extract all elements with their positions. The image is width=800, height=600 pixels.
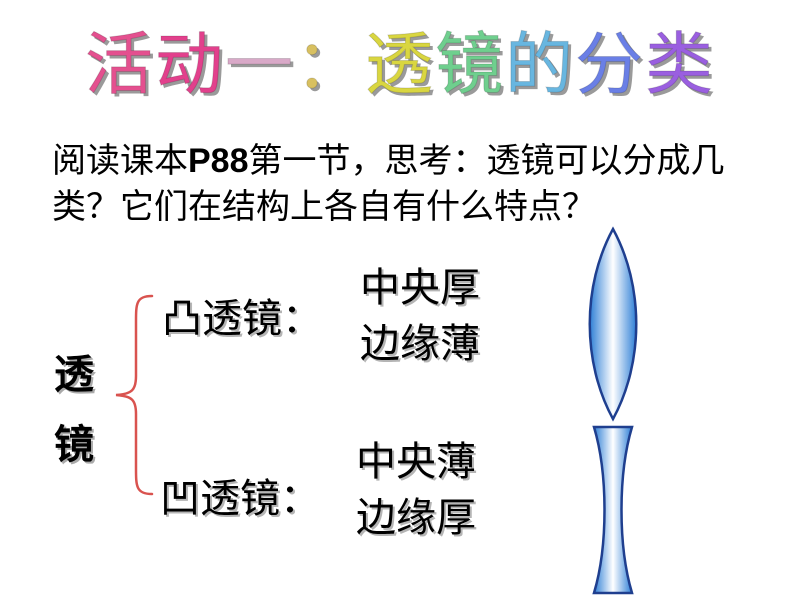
question-page-ref: P88: [188, 142, 249, 180]
convex-lens-icon: [588, 226, 638, 422]
question-text: 阅读课本P88第一节，思考：透镜可以分成几类？它们在结构上各自有什么特点？: [52, 138, 772, 230]
concave-lens-icon: [592, 425, 634, 595]
brace-icon: [115, 294, 154, 496]
concave-desc-line-2: 边缘厚: [356, 495, 476, 541]
convex-desc-line-1: 中央厚: [360, 265, 480, 311]
title-char: 动: [154, 26, 225, 106]
title-char: 类: [645, 26, 716, 106]
slide-title: 活动一：透镜的分类: [0, 26, 800, 106]
title-char: 一: [224, 26, 295, 106]
title-char: 镜: [434, 26, 506, 106]
title-char: 分: [575, 26, 646, 106]
title-char: 透: [364, 26, 435, 106]
title-char: 的: [505, 26, 576, 106]
concave-desc-line-1: 中央薄: [356, 439, 476, 485]
question-before: 阅读课本: [52, 141, 188, 181]
convex-desc-line-2: 边缘薄: [360, 321, 480, 367]
convex-lens-label: 凸透镜：: [162, 296, 322, 342]
concave-lens-label: 凹透镜：: [160, 476, 320, 522]
side-label-char-1: 透: [54, 352, 94, 398]
title-char: ：: [294, 26, 365, 106]
side-label-char-2: 镜: [54, 422, 94, 468]
title-char: 活: [84, 26, 155, 106]
question-after: 第一节，思考：透镜可以分成几类？它们在结构上各自有什么特点？: [52, 141, 725, 227]
